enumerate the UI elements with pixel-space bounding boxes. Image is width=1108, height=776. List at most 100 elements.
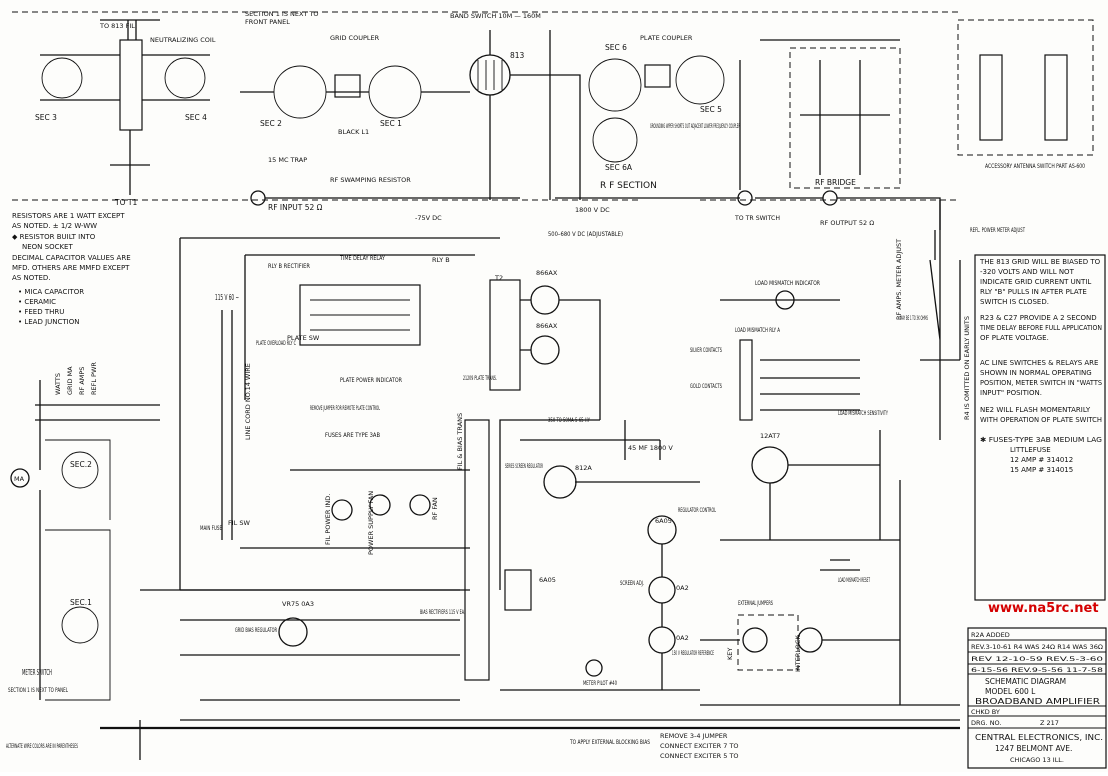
title-line-0: SCHEMATIC DIAGRAM [985, 677, 1066, 686]
connect-5-label: CONNECT EXCITER 5 TO [660, 752, 739, 760]
tube-812a [543, 465, 577, 499]
right-note-12: NE2 WILL FLASH MOMENTARILY [980, 406, 1091, 414]
revision-1: REV.3-10-61 R4 WAS 24Ω R14 WAS 36Ω [971, 643, 1103, 651]
tube-813 [469, 54, 511, 96]
tube-6a05-lower-label: 6A05 [539, 576, 556, 584]
refl-power-label: REFL. POWER METER ADJUST [970, 226, 1025, 234]
alt-colors-label: ALTERNATE WIRE COLORS ARE IN PARENTHESES [6, 742, 78, 750]
tr-switch-jack [737, 190, 753, 206]
rf-input-jack [250, 190, 266, 206]
title-line-2: BROADBAND AMPLIFIER [975, 697, 1100, 706]
right-note-11: INPUT" POSITION. [980, 389, 1042, 397]
meter-label-watts: WATTS [54, 373, 62, 395]
fil-sw-label: FIL SW [228, 519, 250, 527]
choke-label: 350 TO 50MA 5-65 HY [548, 416, 590, 424]
right-note-0: THE 813 GRID WILL BE BIASED TO [979, 258, 1101, 266]
power-supply-fan [369, 494, 391, 516]
load-mismatch-ind-label: LOAD MISMATCH INDICATOR [755, 279, 820, 287]
v150-ref-label: 150 V REGULATOR REFERENCE [672, 649, 714, 657]
sensitivity-label: LOAD MISMATCH SENSITIVITY [838, 409, 888, 417]
external-jumpers-box [737, 614, 799, 671]
sec1-meter-label: SEC.1 [70, 598, 92, 607]
note-line-1: AS NOTED. ± 1/2 W-WW [12, 222, 97, 230]
remove-jumper-34-label: REMOVE 3-4 JUMPER [660, 732, 728, 740]
rf-output-label: RF OUTPUT 52 Ω [820, 219, 874, 227]
section-note-line1: SECTION 1 IS NEXT TO [245, 10, 318, 18]
rf-output-jack [822, 190, 838, 206]
v115-label: 115 V 60 ~ [215, 293, 239, 302]
meter-switch-label: METER SWITCH [22, 668, 52, 677]
rf-section: TO T1 TO 813 FIL. NEUTRALIZING COIL SEC … [12, 10, 1094, 238]
neutralizing-coil [119, 39, 143, 131]
drg-no-value: Z 217 [1040, 719, 1059, 727]
right-note-6: TIME DELAY BEFORE FULL APPLICATION [979, 324, 1102, 332]
tube-866-a [530, 285, 560, 315]
tube-12at7-label: 12AT7 [760, 432, 780, 440]
tube-0a2-a [648, 576, 676, 604]
right-note-8: AC LINE SWITCHES & RELAYS ARE [980, 359, 1098, 367]
rf-bridge-label: RF BRIDGE [815, 178, 856, 187]
fil-power-ind-label: FIL POWER IND. [324, 494, 332, 545]
meter-ma [10, 468, 30, 488]
external-jumpers-label: EXTERNAL JUMPERS [738, 599, 773, 607]
time-delay-label: TIME DELAY RELAY [339, 254, 385, 262]
silver-contacts-label: SILVER CONTACTS [690, 346, 722, 354]
r4-note-label: R4 IS OMITTED ON EARLY UNITS [963, 316, 971, 420]
plate-trans-label: 21209 PLATE TRANS. [463, 374, 497, 382]
tube-866-label-b: 866AX [536, 322, 558, 330]
meter-pilot-lamp [585, 659, 603, 677]
sec5-label: SEC 5 [700, 105, 722, 114]
plate-sw-label: PLATE SW [287, 334, 320, 342]
right-note-16: 12 AMP # 314012 [1010, 456, 1073, 464]
power-supply-fan-label: POWER SUPPLY FAN [367, 491, 375, 555]
v500-680-label: 500–680 V DC (ADJUSTABLE) [548, 230, 623, 238]
rf-swamping-label: RF SWAMPING RESISTOR [330, 176, 411, 184]
rf-fan-label: RF FAN [431, 497, 439, 520]
meter-label-rf-amps: RF AMPS [78, 367, 86, 395]
vr75-label: VR75 0A3 [282, 600, 314, 608]
main-fuse-label: MAIN FUSE [200, 524, 222, 532]
note-line-2: ◆ RESISTOR BUILT INTO [12, 233, 96, 241]
fil-bias-transformer [464, 419, 490, 681]
right-note-7: OF PLATE VOLTAGE. [980, 334, 1049, 342]
sec3-label: SEC 3 [35, 113, 57, 122]
plate-transformer [489, 279, 521, 391]
v75-label: -75V DC [415, 214, 442, 222]
connect-7-label: CONNECT EXCITER 7 TO [660, 742, 739, 750]
grid-bias-reg-label: GRID BIAS REGULATOR [235, 626, 277, 634]
tube-812a-label: 812A [575, 464, 592, 472]
right-note-3: RLY "B" PULLS IN AFTER PLATE [980, 288, 1087, 296]
load-mismatch-section: LOAD MISMATCH INDICATOR LOAD MISMATCH RL… [690, 200, 1025, 706]
plate-overload-label: PLATE OVERLOAD RLY C [256, 339, 296, 347]
revision-0: R2A ADDED [971, 631, 1010, 639]
may-be-label: MAY BE 1 TO 3K OHMS [900, 314, 928, 322]
tube-0a2-label-a: 0A2 [676, 584, 689, 592]
tube-866-b [530, 335, 560, 365]
t2-label: T2 [494, 274, 503, 282]
company-line-2: CHICAGO 13 ILL. [1010, 756, 1064, 764]
meter-label-refl-pwr: REFL PWR [90, 362, 98, 395]
cap-45mf-label: 45 MF 1800 V [628, 444, 673, 452]
site-url: www.na5rc.net [988, 601, 1099, 616]
grounding-wiper-label: GROUNDING WIPER SHORTS OUT ADJACENT LOWE… [650, 122, 740, 130]
note-line-3: NEON SOCKET [22, 243, 73, 251]
meter-pilot-label: METER PILOT #40 [583, 679, 617, 687]
tube-0a2-label-b: 0A2 [676, 634, 689, 642]
right-note-10: POSITION, METER SWITCH IN "WATTS [980, 379, 1103, 387]
drg-no-label: DRG. NO. [971, 719, 1001, 727]
right-note-1: -320 VOLTS AND WILL NOT [980, 268, 1075, 276]
tr-switch-label: TO TR SWITCH [734, 214, 780, 222]
meter-label-grid-ma: GRID MA [66, 366, 74, 395]
tube-6a05-label: 6A05 [655, 517, 672, 525]
fuses-label: FUSES ARE TYPE 3AB [325, 431, 380, 439]
v1800-label: 1800 V DC [575, 206, 610, 214]
right-note-5: R23 & C27 PROVIDE A 2 SECOND [980, 314, 1097, 322]
note-line-4: DECIMAL CAPACITOR VALUES ARE [12, 254, 131, 262]
interlock-label: INTERLOCK [794, 635, 802, 672]
gold-contacts-label: GOLD CONTACTS [690, 382, 722, 390]
rf-fan [409, 494, 431, 516]
legend-mica: • MICA CAPACITOR [18, 288, 84, 296]
to-813-fil-label: TO 813 FIL. [99, 22, 137, 30]
